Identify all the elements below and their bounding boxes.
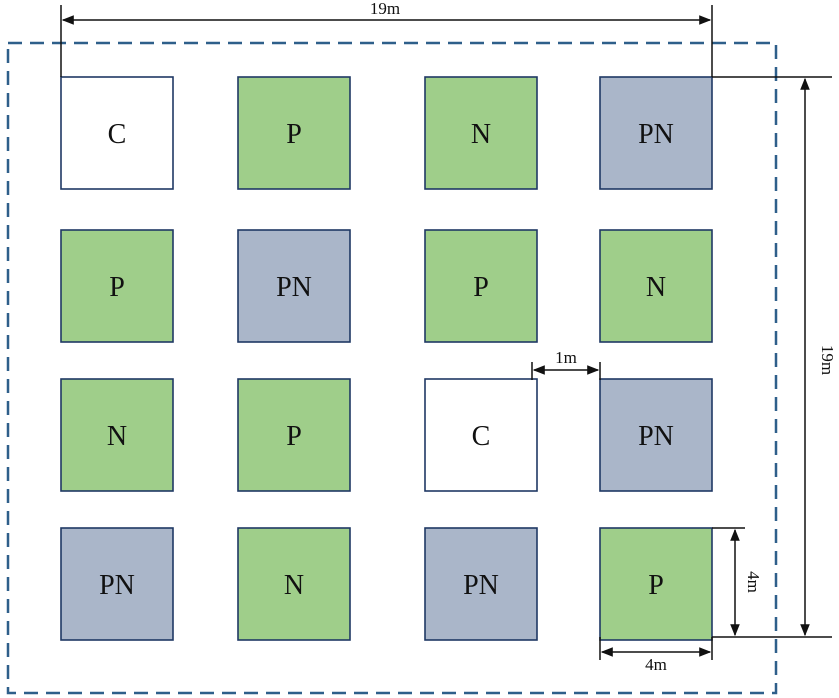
plot-pn: PN bbox=[237, 229, 351, 343]
plot-square bbox=[424, 76, 538, 190]
plot-treatment-label: N bbox=[471, 119, 491, 150]
plot-square bbox=[60, 229, 174, 343]
plot-treatment-label: C bbox=[472, 421, 491, 452]
plot-square bbox=[599, 76, 713, 190]
plot-p: P bbox=[237, 378, 351, 492]
plot-square bbox=[237, 378, 351, 492]
plot-treatment-label: P bbox=[286, 119, 302, 150]
plot-pn: PN bbox=[599, 76, 713, 190]
plot-square bbox=[237, 229, 351, 343]
plot-treatment-label: PN bbox=[463, 570, 499, 601]
plot-n: N bbox=[599, 229, 713, 343]
plot-square bbox=[599, 229, 713, 343]
total-width-dimension: 19m bbox=[60, 0, 713, 77]
plot-pn: PN bbox=[599, 378, 713, 492]
plot-treatment-label: PN bbox=[276, 272, 312, 303]
plot-n: N bbox=[237, 527, 351, 641]
plot-treatment-label: N bbox=[646, 272, 666, 303]
plot-square bbox=[599, 378, 713, 492]
plot-c: C bbox=[60, 76, 174, 190]
plot-height-dimension: 4m bbox=[712, 527, 763, 637]
plot-square bbox=[424, 229, 538, 343]
total-width-label: 19m bbox=[370, 0, 400, 18]
plot-c: C bbox=[424, 378, 538, 492]
plot-p: P bbox=[60, 229, 174, 343]
plot-square bbox=[424, 378, 538, 492]
plot-treatment-label: PN bbox=[99, 570, 135, 601]
field-boundary-dashed bbox=[6, 41, 778, 695]
plot-treatment-label: P bbox=[648, 570, 664, 601]
total-height-dimension: 19m bbox=[712, 76, 837, 638]
plot-treatment-label: N bbox=[107, 421, 127, 452]
total-height-label: 19m bbox=[818, 345, 837, 375]
plot-square bbox=[237, 527, 351, 641]
plot-treatment-label: P bbox=[286, 421, 302, 452]
plot-treatment-label: N bbox=[284, 570, 304, 601]
plot-p: P bbox=[424, 229, 538, 343]
plot-height-label: 4m bbox=[744, 571, 763, 593]
plot-pn: PN bbox=[424, 527, 538, 641]
plot-square bbox=[60, 378, 174, 492]
plot-treatment-label: P bbox=[109, 272, 125, 303]
plot-n: N bbox=[424, 76, 538, 190]
plot-treatment-label: P bbox=[473, 272, 489, 303]
gap-label: 1m bbox=[555, 348, 577, 367]
plot-width-label: 4m bbox=[645, 655, 667, 674]
plot-square bbox=[60, 76, 174, 190]
plot-square bbox=[237, 76, 351, 190]
plot-pn: PN bbox=[60, 527, 174, 641]
plot-treatment-label: C bbox=[108, 119, 127, 150]
plot-treatment-label: PN bbox=[638, 119, 674, 150]
plot-n: N bbox=[60, 378, 174, 492]
plot-p: P bbox=[599, 527, 713, 641]
plot-treatment-label: PN bbox=[638, 421, 674, 452]
plot-p: P bbox=[237, 76, 351, 190]
plot-square bbox=[424, 527, 538, 641]
plot-square bbox=[60, 527, 174, 641]
gap-dimension: 1m bbox=[531, 348, 601, 380]
plot-width-dimension: 4m bbox=[599, 637, 713, 674]
plot-square bbox=[599, 527, 713, 641]
